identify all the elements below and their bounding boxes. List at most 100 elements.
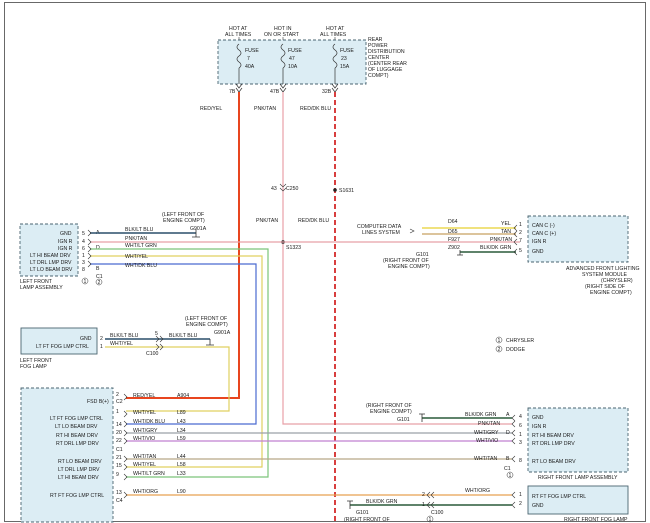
afls-name-4: ENGINE COMPT): [590, 290, 632, 296]
fuse-header-3a: HOT AT: [326, 26, 345, 32]
right-lamp-pinnum-0: 4: [519, 414, 522, 420]
left-lamp-box: [19, 223, 79, 277]
left-front-lamp-assembly: GND IGN R IGN R LT HI BEAM DRV LT DRL LM…: [19, 223, 103, 291]
left-lamp-name-1: LAMP ASSEMBLY: [20, 285, 63, 291]
left-lamp-pinnum-3: 1: [82, 253, 85, 259]
right-lamp-name: RIGHT FRONT LAMP ASSEMBLY: [538, 475, 618, 481]
afls-ground-loc-1: ENGINE COMPT): [388, 264, 430, 270]
right-lamp-box: [527, 407, 629, 473]
bcm-circuit-1: L89: [177, 410, 186, 416]
g101-fog-id: G101: [356, 510, 369, 516]
wire-left-drl: [90, 255, 263, 468]
g901a-top-loc-1: ENGINE COMPT): [163, 218, 205, 224]
bcm-pin-7: LT HI BEAM DRV: [58, 475, 99, 481]
bcm-wire-2: WHT/DK BLU: [133, 419, 165, 425]
fuse-7-num: 7: [247, 56, 250, 62]
afls-pin-canc-minus: CAN C (-): [532, 223, 555, 229]
cdl-label-0: COMPUTER DATA: [357, 224, 402, 230]
fuse-header-3b: ALL TIMES: [320, 32, 347, 38]
left-lamp-pinnum-4: 3: [82, 260, 85, 266]
bcm-circuit-2: L43: [177, 419, 186, 425]
g901a-fog-loc-0: (LEFT FRONT OF: [185, 316, 227, 322]
g901a-top-loc-0: (LEFT FRONT OF: [162, 212, 204, 218]
bcm-circuit-0: A904: [177, 393, 189, 399]
bcm-circuit-5: L44: [177, 454, 186, 460]
bcm-wire-4: WHT/VIO: [133, 436, 155, 442]
bcm-pinnum-3: 20: [116, 430, 122, 436]
left-lamp-pinnum-0: 5: [82, 231, 85, 237]
right-fog-pinnum-0: 1: [519, 492, 522, 498]
legend-1: 1: [498, 338, 501, 344]
afls-pinnum-3: 5: [519, 248, 522, 254]
right-lamp-wire-2: WHT/GRY: [474, 430, 499, 436]
fuse-23-amp: 15A: [340, 64, 350, 70]
bcm-pinnum-7: 9: [116, 472, 119, 478]
pdc-desc-5: OF LUGGAGE: [368, 67, 403, 73]
bcm-pin-8: RT FT FOG LMP CTRL: [50, 493, 104, 499]
right-lamp-pinnum-2: 1: [519, 432, 522, 438]
fuse-7-symbol: [236, 43, 242, 69]
legend-2-circle: [495, 345, 503, 353]
left-fog-pinnum-0: 2: [100, 336, 103, 342]
legend-chrysler: CHRYSLER: [506, 338, 534, 344]
left-fog-pin-gnd: GND: [80, 336, 92, 342]
right-lamp-wire-3: WHT/VIO: [476, 438, 498, 444]
left-lamp-name-0: LEFT FRONT: [20, 279, 53, 285]
right-fog-connpin-1: 1: [422, 502, 425, 508]
wire-red-yel-fsd: [126, 92, 240, 399]
g101-rl-loc-1: ENGINE COMPT): [370, 409, 412, 415]
bcm-circuit-7: L33: [177, 471, 186, 477]
bcm-pin-1: LT FT FOG LMP CTRL: [50, 416, 103, 422]
right-lamp-wire-4: WHT/TAN: [474, 456, 497, 462]
right-lamp-pin-3: RT DRL LMP DRV: [532, 441, 575, 447]
right-front-lamp-assembly: GND IGN R RT HI BEAM DRV RT DRL LMP DRV …: [504, 407, 629, 481]
left-lamp-pinnum-1: 4: [82, 239, 85, 245]
left-fog-name-0: LEFT FRONT: [20, 358, 53, 364]
left-lamp-wire-drl: WHT/YEL: [125, 254, 148, 260]
left-fog-wire-ctrl: WHT/YEL: [110, 341, 133, 347]
pdc-desc-6: COMPT): [368, 73, 389, 79]
bcm-pin-6: LT DRL LMP DRV: [58, 467, 100, 473]
left-fog-wire-gnd: BLK/LT BLU: [110, 333, 139, 339]
fuse-7-wire-label: RED/YEL: [200, 106, 222, 112]
left-lamp-pin-ignr2: IGN R: [58, 246, 73, 252]
right-lamp-cav-a: A: [506, 412, 510, 418]
afls-wire-3: BLK/DK GRN: [480, 245, 512, 251]
fuse-23-pin: 32B: [322, 89, 332, 95]
right-lamp-legend-1: 1: [509, 473, 512, 479]
afls-pinnum-2: 7: [519, 238, 522, 244]
bcm-circuit-4: L59: [177, 436, 186, 442]
pdc-desc-4: (CENTER REAR: [368, 61, 407, 67]
left-lamp-pinnum-2: 6: [82, 246, 85, 252]
bcm-pin-4: RT DRL LMP DRV: [56, 441, 99, 447]
left-fog-wire-gnd-ext: BLK/LT BLU: [169, 333, 198, 339]
right-fog-pin-0: RT FT FOG LMP CTRL: [532, 494, 586, 500]
afls-wire-1: TAN: [501, 229, 511, 235]
g101-rl-loc-0: (RIGHT FRONT OF: [366, 403, 412, 409]
right-lamp-pinnum-4: 8: [519, 458, 522, 464]
afls-pinnum-0: 1: [519, 222, 522, 228]
bcm-box: [20, 387, 114, 523]
right-fog-wire-0: WHT/ORG: [465, 488, 490, 494]
c250-pin: 43: [271, 186, 277, 192]
right-fog-pin-1: GND: [532, 503, 544, 509]
afls-wire-0: YEL: [501, 221, 511, 227]
left-lamp-cav-b: B: [96, 266, 100, 272]
left-lamp-wire-hibeam: WHT/LT GRN: [125, 243, 157, 249]
fuse-47-symbol: [280, 43, 286, 69]
fuse-header-2a: HOT IN: [274, 26, 292, 32]
bcm-conn-c1: C1: [116, 447, 123, 453]
bcm-pin-2: LT LO BEAM DRV: [55, 424, 98, 430]
bcm-pin-3: RT HI BEAM DRV: [56, 433, 98, 439]
left-lamp-pin-drl: LT DRL LMP DRV: [30, 260, 72, 266]
left-lamp-conn: C1: [96, 274, 103, 280]
right-lamp-wire-0: BLK/DK GRN: [465, 412, 497, 418]
legend-2: 2: [498, 347, 501, 353]
afls-wire-2: PNK/TAN: [490, 237, 512, 243]
bcm-wire-6: WHT/YEL: [133, 462, 156, 468]
right-lamp-pinnum-1: 6: [519, 423, 522, 429]
right-lamp-pin-0: GND: [532, 415, 544, 421]
afls-name-0: ADVANCED FRONT LIGHTING: [566, 266, 640, 272]
left-lamp-wire-lobeam: WHT/DK BLU: [125, 263, 157, 269]
